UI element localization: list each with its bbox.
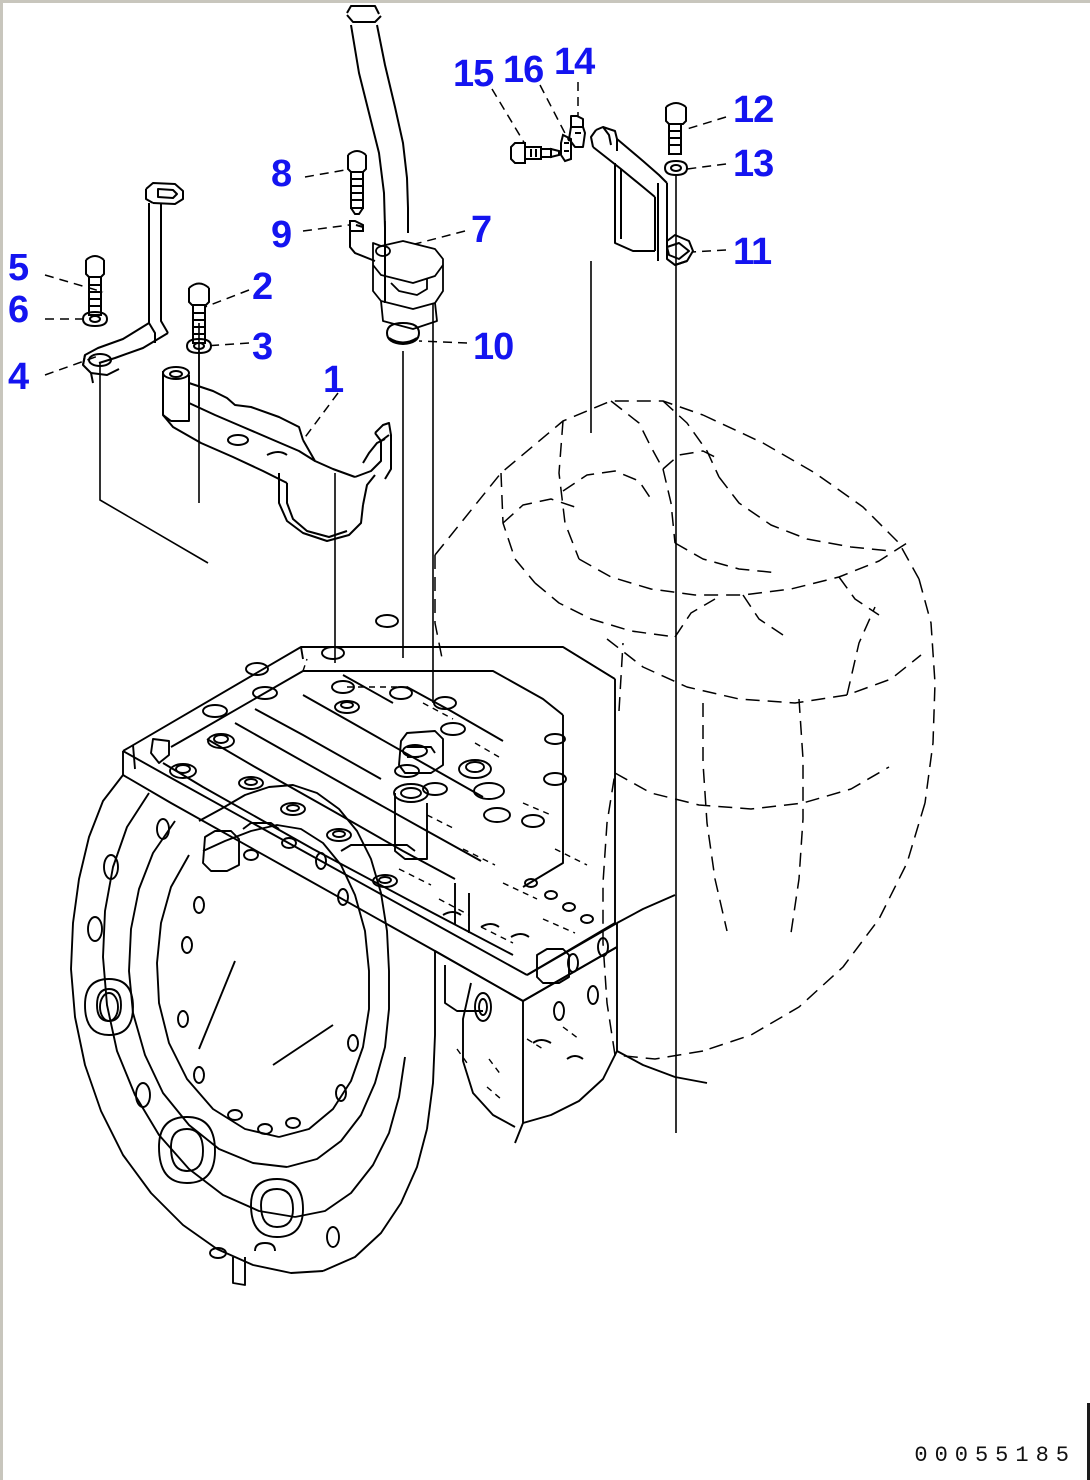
callout-9: 9: [271, 214, 292, 256]
callout-11: 11: [733, 231, 772, 273]
part-4-bracket: [82, 182, 184, 384]
callout-5: 5: [8, 247, 29, 289]
part-11-bracket: [590, 126, 694, 266]
callout-2: 2: [252, 266, 273, 308]
part-3-washer: [185, 337, 213, 355]
callout-3: 3: [252, 326, 273, 368]
part-7-socket: [372, 240, 444, 330]
callout-13: 13: [733, 143, 774, 185]
part-10-cap: [385, 321, 421, 346]
part-15-bolt: [510, 142, 560, 164]
callout-7: 7: [471, 209, 492, 251]
part-1-bracket: [162, 366, 392, 542]
part-12-bolt: [665, 102, 687, 155]
part-7-shift-lever: [346, 5, 409, 303]
callout-1: 1: [323, 359, 344, 401]
case-hidden-detail: [302, 658, 588, 1100]
callout-6: 6: [8, 289, 29, 331]
diagram-artwork: [44, 5, 936, 1286]
callout-10: 10: [473, 326, 514, 368]
phantom-engine-outline: [434, 400, 936, 1060]
callout-14: 14: [554, 41, 595, 83]
callout-16: 16: [503, 49, 544, 91]
callout-8: 8: [271, 153, 292, 195]
callout-leaders: [44, 82, 727, 441]
part-8-bolt: [347, 150, 367, 215]
part-2-bolt: [188, 282, 210, 344]
callout-4: 4: [8, 356, 29, 398]
transmission-case-body: [70, 614, 708, 1286]
part-6-washer: [81, 310, 109, 328]
part-14-clamp: [568, 115, 586, 148]
right-edge-rule: [1087, 1403, 1090, 1480]
figure-number: 00055185: [914, 1443, 1076, 1468]
callout-12: 12: [733, 89, 774, 131]
part-16-spacer: [560, 133, 572, 163]
part-5-bolt: [85, 255, 105, 316]
callout-15: 15: [453, 53, 494, 95]
part-13-washer: [663, 159, 689, 177]
part-9-clip: [349, 220, 376, 262]
